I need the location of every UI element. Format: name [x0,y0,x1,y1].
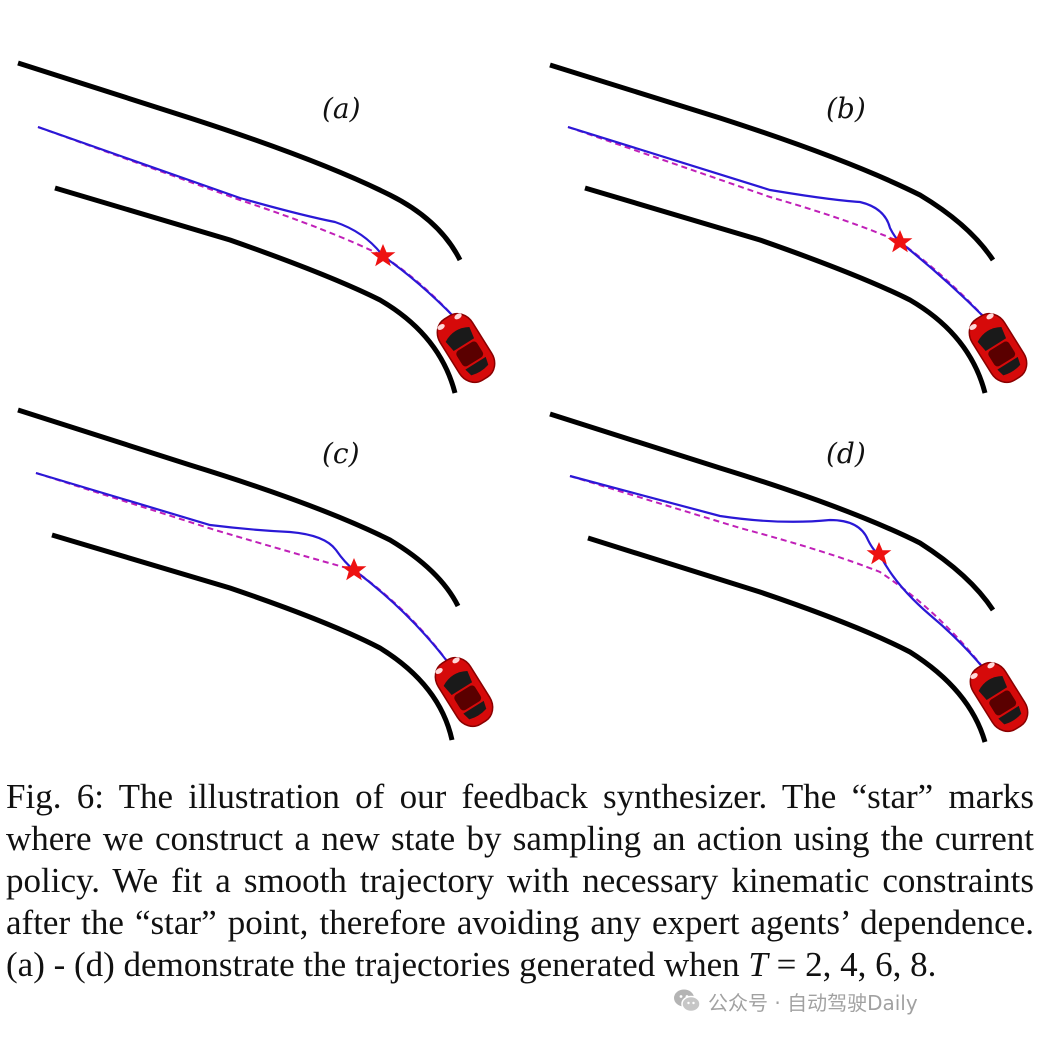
road-edge-upper [17,60,463,262]
caption-text-end: = 2, 4, 6, 8. [767,945,937,984]
expert-dashed-line [569,475,986,671]
figure-caption: Fig. 6: The illustration of our feedback… [6,776,1034,986]
road-edge-upper [549,62,996,262]
trajectory-line [37,125,456,319]
caption-text: The illustration of our feedback synthes… [6,777,1035,984]
road-edge-upper [17,407,461,608]
panel-label-b: (b) [826,92,866,125]
panel-d: (d) [549,411,1035,743]
road-edge-lower [584,185,988,394]
wechat-icon [674,989,701,1013]
trajectory-line [35,471,451,666]
expert-dashed-line [35,472,451,666]
red-car-icon [963,655,1035,739]
panel-b: (b) [549,62,1034,394]
expert-dashed-line [567,126,986,319]
expert-dashed-line [37,126,456,319]
road-edge-lower [587,535,988,743]
watermark: 公众号 · 自动驾驶Daily [672,984,918,1018]
figure-illustration: (a) (b) (c) (d) [17,60,1035,743]
red-car-icon [962,306,1034,390]
red-car-icon [428,650,500,734]
road-edge-lower [51,532,455,741]
panel-label-a: (a) [322,92,361,125]
panel-label-c: (c) [322,437,360,470]
trajectory-line [569,474,986,671]
caption-math-T: T [748,945,768,984]
trajectory-line [567,125,986,319]
road-edge-upper [549,411,996,612]
red-car-icon [430,306,502,390]
panel-c: (c) [17,407,500,741]
watermark-text: 公众号 · 自动驾驶Daily [708,990,918,1015]
figure-number: Fig. 6: [6,777,104,816]
panel-label-d: (d) [826,437,866,470]
panel-a: (a) [17,60,502,394]
road-edge-lower [54,185,458,394]
